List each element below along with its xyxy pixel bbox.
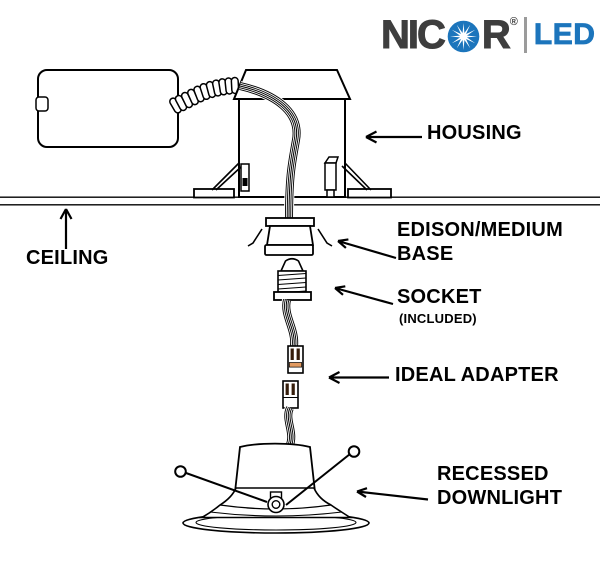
socket bbox=[273, 257, 312, 301]
registered-mark: ® bbox=[509, 16, 518, 28]
socket-wire bbox=[286, 300, 294, 346]
logo-divider bbox=[523, 17, 527, 53]
recessed-label-line2: DOWNLIGHT bbox=[437, 487, 563, 509]
socket-label: SOCKET bbox=[397, 286, 482, 308]
recessed-downlight bbox=[174, 442, 370, 534]
edison-medium-base-label: EDISON/MEDIUM BASE bbox=[397, 218, 563, 266]
logo-brand-prefix: NIC bbox=[381, 13, 447, 58]
downlight-wire bbox=[288, 408, 291, 447]
socket-arrow bbox=[334, 285, 394, 306]
flex-conduit bbox=[169, 76, 240, 114]
housing-label: HOUSING bbox=[427, 122, 522, 144]
ceiling-label: CEILING bbox=[26, 247, 109, 269]
ideal-adapter-arrow bbox=[328, 371, 389, 384]
edison-base-arrow bbox=[337, 238, 397, 260]
edison-label-line2: BASE bbox=[397, 243, 454, 265]
starburst-icon bbox=[447, 20, 480, 52]
recessed-label-line1: RECESSED bbox=[437, 463, 549, 485]
ideal-adapter-top-connector bbox=[287, 345, 304, 374]
logo-led-text: LED bbox=[533, 18, 596, 52]
edison-label-line1: EDISON/MEDIUM bbox=[397, 219, 563, 241]
ceiling-arrow bbox=[59, 208, 73, 249]
recessed-downlight-arrow bbox=[356, 487, 429, 501]
recessed-downlight-label: RECESSED DOWNLIGHT bbox=[437, 462, 562, 510]
junction-box bbox=[35, 69, 179, 148]
edison-medium-base bbox=[247, 217, 333, 256]
housing-arrow bbox=[365, 130, 422, 144]
nicor-led-logo: NIC R ® LED bbox=[381, 11, 596, 59]
ideal-adapter-label: IDEAL ADAPTER bbox=[395, 364, 559, 386]
logo-brand-suffix: R bbox=[481, 13, 511, 58]
ceiling-lines bbox=[0, 196, 600, 206]
socket-included-note: (INCLUDED) bbox=[399, 311, 477, 326]
ideal-adapter-bottom-connector bbox=[282, 380, 299, 409]
callout-arrows bbox=[59, 130, 429, 501]
